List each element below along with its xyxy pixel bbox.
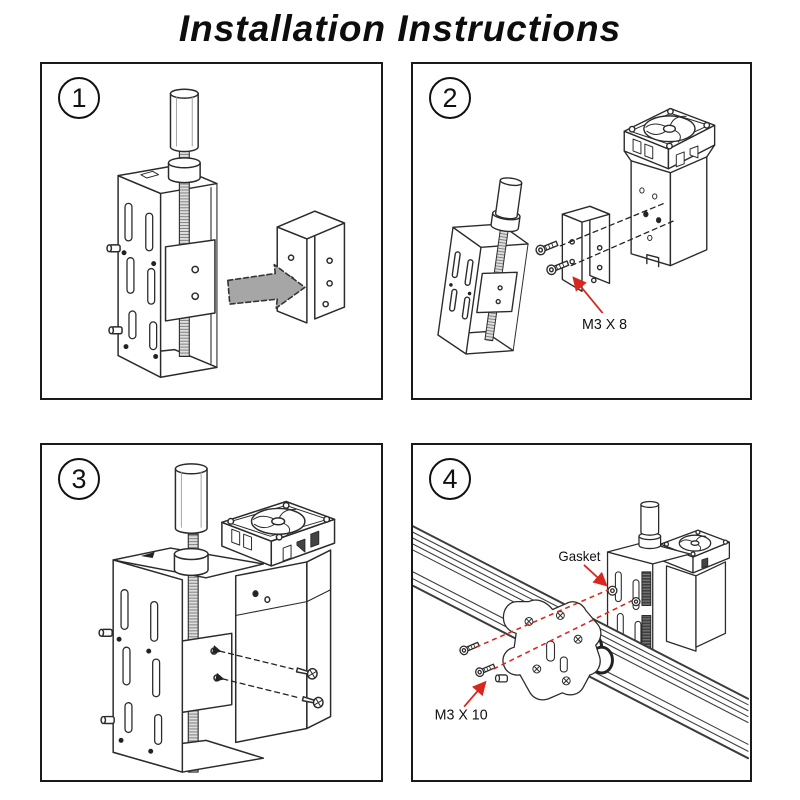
- screw-flat-head: [295, 667, 324, 709]
- knob-drawing: [167, 88, 201, 184]
- red-callout-arrow: [572, 276, 604, 314]
- z-bracket-drawing: [98, 463, 265, 773]
- step-1-illustration: [106, 88, 346, 378]
- screw-size-label: M3 X 10: [435, 707, 488, 723]
- carriage-plate-drawing: [494, 599, 614, 701]
- assembly-arrow: [227, 263, 306, 309]
- step-3-illustration: [98, 463, 336, 773]
- step-number-badge: 3: [58, 458, 100, 500]
- laser-module-drawing: [221, 500, 336, 744]
- screw-callout-arrow: [463, 680, 487, 708]
- step-number-badge: 2: [429, 77, 471, 119]
- screw-m3x8: [535, 240, 570, 276]
- assembly-guide-lines: [211, 645, 300, 699]
- module-assembly-drawing: [606, 500, 731, 668]
- panel-step-4: 4: [411, 443, 752, 782]
- gasket-label: Gasket: [558, 549, 600, 564]
- laser-module-drawing: [623, 107, 716, 268]
- panel-step-2: 2: [411, 62, 752, 400]
- gasket-callout-arrow: [583, 564, 608, 587]
- slider-block: [164, 239, 216, 322]
- gasket-hole: [607, 585, 641, 607]
- panel-step-3: 3: [40, 443, 383, 782]
- step-2-illustration: M3 X 8: [437, 107, 716, 355]
- mount-bracket-drawing: [276, 210, 346, 324]
- z-bracket-drawing: [437, 177, 529, 355]
- knob-drawing: [173, 463, 209, 577]
- screw-m3x10: [459, 641, 496, 678]
- step-4-illustration: Gasket M3 X 10: [413, 500, 750, 760]
- mount-bracket-drawing: [561, 205, 611, 292]
- dowel-pegs: [106, 244, 123, 335]
- z-bracket-drawing: [106, 88, 218, 378]
- panel-step-1: 1: [40, 62, 383, 400]
- page-title: Installation Instructions: [178, 8, 622, 49]
- step-number-badge: 1: [58, 77, 100, 119]
- assembly-guide-lines: [475, 588, 633, 670]
- plate-screws: [524, 611, 583, 686]
- screw-size-label: M3 X 8: [582, 317, 627, 333]
- assembly-guide-lines: [559, 201, 676, 267]
- slider-block: [179, 632, 233, 714]
- step-number-badge: 4: [429, 458, 471, 500]
